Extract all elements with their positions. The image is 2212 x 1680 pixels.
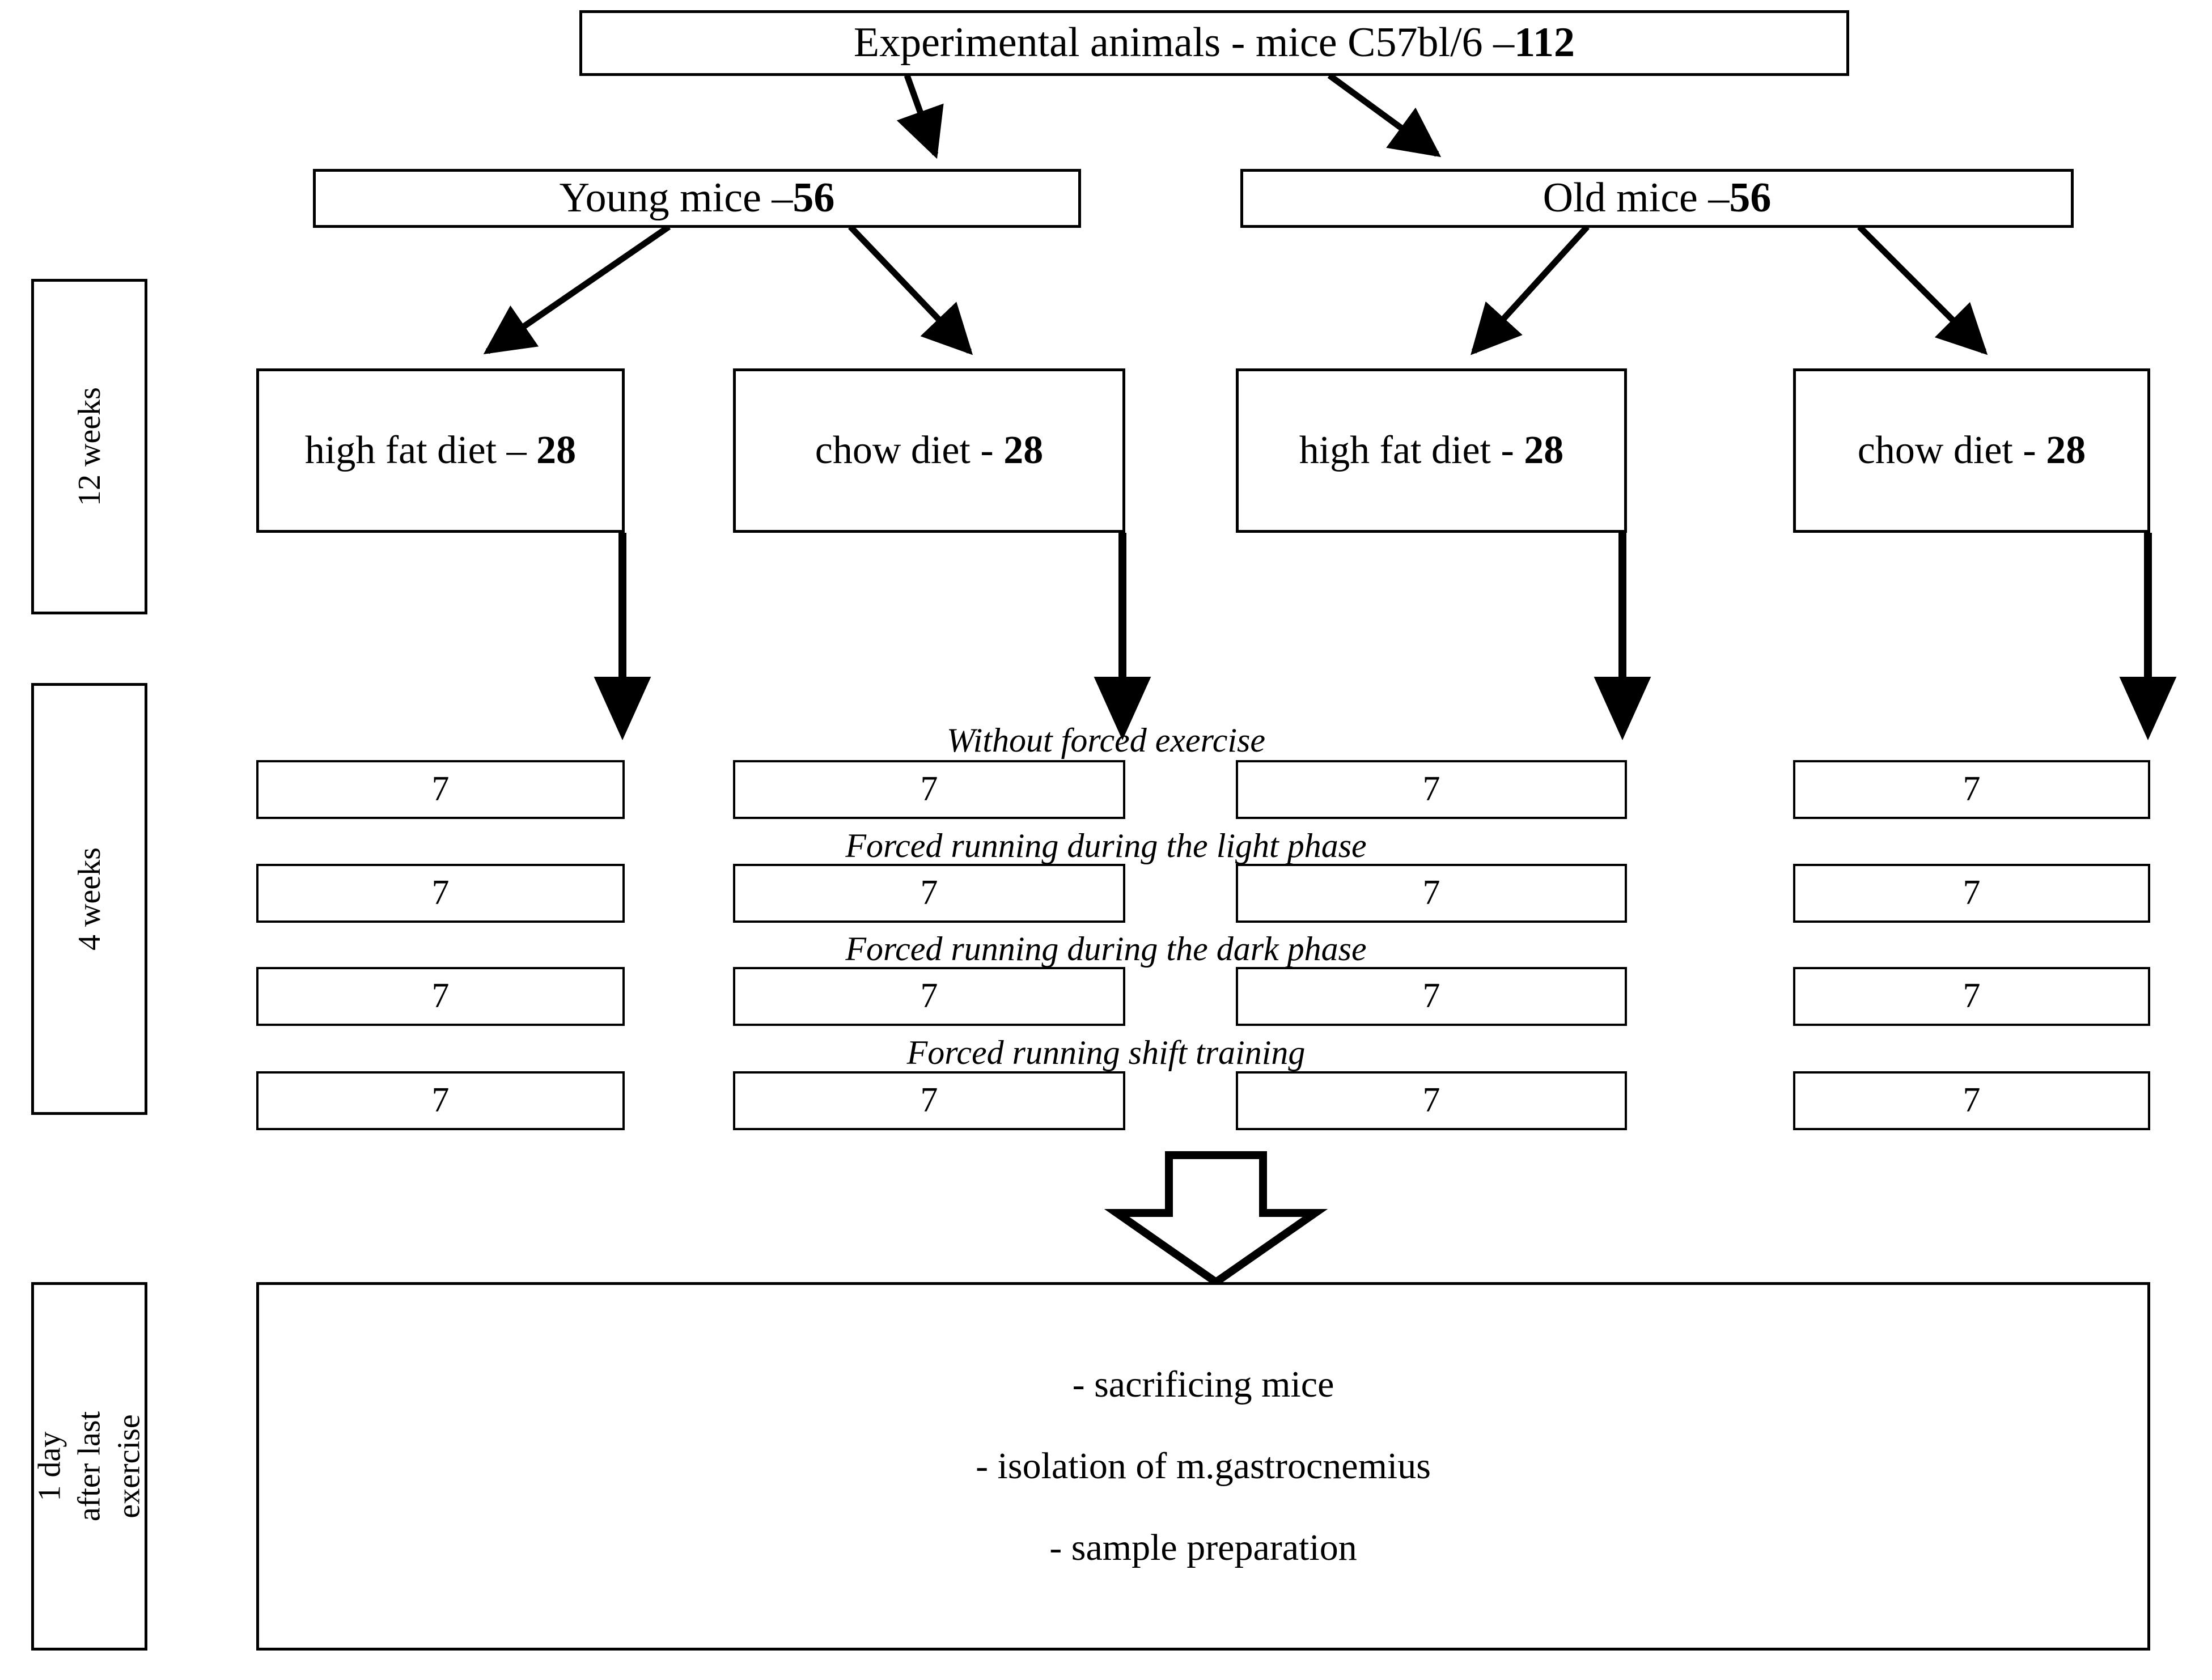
arrow-title-to-young bbox=[896, 74, 944, 159]
count-value-r3-c1: 7 bbox=[920, 1081, 938, 1120]
count-box-r2-c2: 7 bbox=[1236, 967, 1627, 1026]
count-value-r3-c0: 7 bbox=[431, 1081, 450, 1120]
count-box-r2-c3: 7 bbox=[1793, 967, 2150, 1026]
timeline-4-weeks: 4 weeks bbox=[31, 683, 147, 1115]
diet-3-count: 28 bbox=[2046, 428, 2086, 472]
count-box-r3-c2: 7 bbox=[1236, 1071, 1627, 1130]
condition-label-light-phase: Forced running during the light phase bbox=[845, 827, 1367, 864]
count-value-r3-c2: 7 bbox=[1422, 1081, 1440, 1120]
count-box-r1-c0: 7 bbox=[256, 864, 625, 923]
diet-1-text: chow diet - bbox=[815, 428, 1004, 472]
count-value-r0-c0: 7 bbox=[431, 770, 450, 809]
count-value-r2-c0: 7 bbox=[431, 977, 450, 1016]
count-value-r0-c2: 7 bbox=[1422, 770, 1440, 809]
title-box: Experimental animals - mice C57bl/6 – 11… bbox=[579, 10, 1849, 76]
arrow-title-to-old bbox=[1327, 73, 1442, 158]
diet-0-count: 28 bbox=[536, 428, 577, 472]
timeline-12-weeks: 12 weeks bbox=[31, 279, 147, 614]
count-box-r0-c1: 7 bbox=[733, 760, 1125, 819]
arrow-old-to-hfd bbox=[1471, 224, 1590, 355]
count-value-r2-c2: 7 bbox=[1422, 977, 1440, 1016]
count-box-r1-c2: 7 bbox=[1236, 864, 1627, 923]
final-step-0: - sacrificing mice bbox=[1072, 1364, 1334, 1405]
group-young-count: 56 bbox=[793, 175, 835, 222]
count-box-r1-c1: 7 bbox=[733, 864, 1125, 923]
count-value-r0-c1: 7 bbox=[920, 770, 938, 809]
timeline-1-day-label: 1 day after last exercise bbox=[32, 1411, 147, 1522]
group-box-old: Old mice – 56 bbox=[1240, 169, 2074, 228]
condition-label-shift-training: Forced running shift training bbox=[906, 1034, 1306, 1071]
count-value-r1-c3: 7 bbox=[1963, 873, 1981, 913]
condition-label-without-forced-exercise: Without forced exercise bbox=[946, 722, 1266, 759]
count-box-r3-c0: 7 bbox=[256, 1071, 625, 1130]
count-box-r0-c0: 7 bbox=[256, 760, 625, 819]
count-value-r0-c3: 7 bbox=[1963, 770, 1981, 809]
condition-label-dark-phase: Forced running during the dark phase bbox=[845, 930, 1367, 968]
diet-box-young-high-fat: high fat diet – 28 bbox=[256, 368, 625, 533]
count-value-r1-c0: 7 bbox=[431, 873, 450, 913]
arrow-old-to-chow bbox=[1857, 224, 1988, 355]
arrow-young-to-hfd bbox=[483, 224, 671, 354]
diet-box-young-chow: chow diet - 28 bbox=[733, 368, 1125, 533]
count-box-r3-c3: 7 bbox=[1793, 1071, 2150, 1130]
diet-box-old-chow: chow diet - 28 bbox=[1793, 368, 2150, 533]
diet-2-text: high fat diet - bbox=[1299, 428, 1524, 472]
diet-2-count: 28 bbox=[1524, 428, 1564, 472]
timeline-12-weeks-label: 12 weeks bbox=[71, 387, 107, 506]
count-box-r0-c3: 7 bbox=[1793, 760, 2150, 819]
final-step-2: - sample preparation bbox=[1049, 1527, 1357, 1568]
diet-box-old-high-fat: high fat diet - 28 bbox=[1236, 368, 1627, 533]
diet-0-text: high fat diet – bbox=[304, 428, 537, 472]
title-box-count: 112 bbox=[1514, 19, 1575, 66]
title-box-text: Experimental animals - mice C57bl/6 – bbox=[853, 19, 1515, 66]
count-box-r3-c1: 7 bbox=[733, 1071, 1125, 1130]
count-box-r0-c2: 7 bbox=[1236, 760, 1627, 819]
count-value-r1-c2: 7 bbox=[1422, 873, 1440, 913]
final-outcome-box: - sacrificing mice - isolation of m.gast… bbox=[256, 1282, 2150, 1651]
count-value-r2-c1: 7 bbox=[920, 977, 938, 1016]
final-step-1: - isolation of m.gastrocnemius bbox=[976, 1445, 1431, 1487]
diet-1-count: 28 bbox=[1003, 428, 1044, 472]
group-old-text: Old mice – bbox=[1543, 175, 1730, 222]
group-old-count: 56 bbox=[1729, 175, 1772, 222]
count-box-r1-c3: 7 bbox=[1793, 864, 2150, 923]
count-value-r3-c3: 7 bbox=[1963, 1081, 1981, 1120]
count-value-r1-c1: 7 bbox=[920, 873, 938, 913]
timeline-1-day: 1 day after last exercise bbox=[31, 1282, 147, 1651]
count-box-r2-c1: 7 bbox=[733, 967, 1125, 1026]
count-box-r2-c0: 7 bbox=[256, 967, 625, 1026]
arrow-young-to-chow bbox=[848, 224, 973, 355]
group-young-text: Young mice – bbox=[559, 175, 793, 222]
block-arrow-to-final bbox=[1104, 1151, 1328, 1287]
diet-3-text: chow diet - bbox=[1857, 428, 2046, 472]
group-box-young: Young mice – 56 bbox=[313, 169, 1081, 228]
count-value-r2-c3: 7 bbox=[1963, 977, 1981, 1016]
